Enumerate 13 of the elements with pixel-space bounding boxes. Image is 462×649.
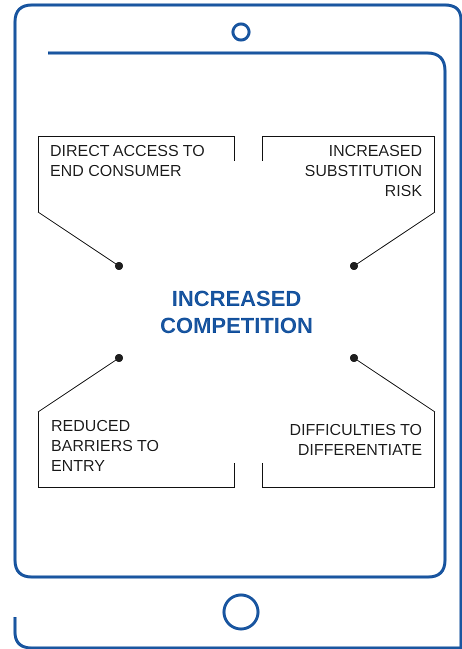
leader-line — [350, 212, 436, 270]
leader-line — [350, 354, 436, 412]
callout-box — [262, 136, 435, 212]
callout-text: DIFFICULTIES TO DIFFERENTIATE — [288, 421, 422, 461]
callout-text: DIRECT ACCESS TO END CONSUMER — [50, 142, 206, 182]
callout-box — [38, 412, 235, 488]
central-title: INCREASED COMPETITION — [159, 285, 314, 339]
callout-box — [38, 136, 235, 212]
callout-box — [262, 412, 435, 488]
callout-text: INCREASED SUBSTITUTION RISK — [304, 142, 422, 202]
leader-line — [38, 354, 123, 412]
callout-text: REDUCED BARRIERS TO ENTRY — [51, 417, 160, 477]
leader-line — [38, 212, 123, 270]
